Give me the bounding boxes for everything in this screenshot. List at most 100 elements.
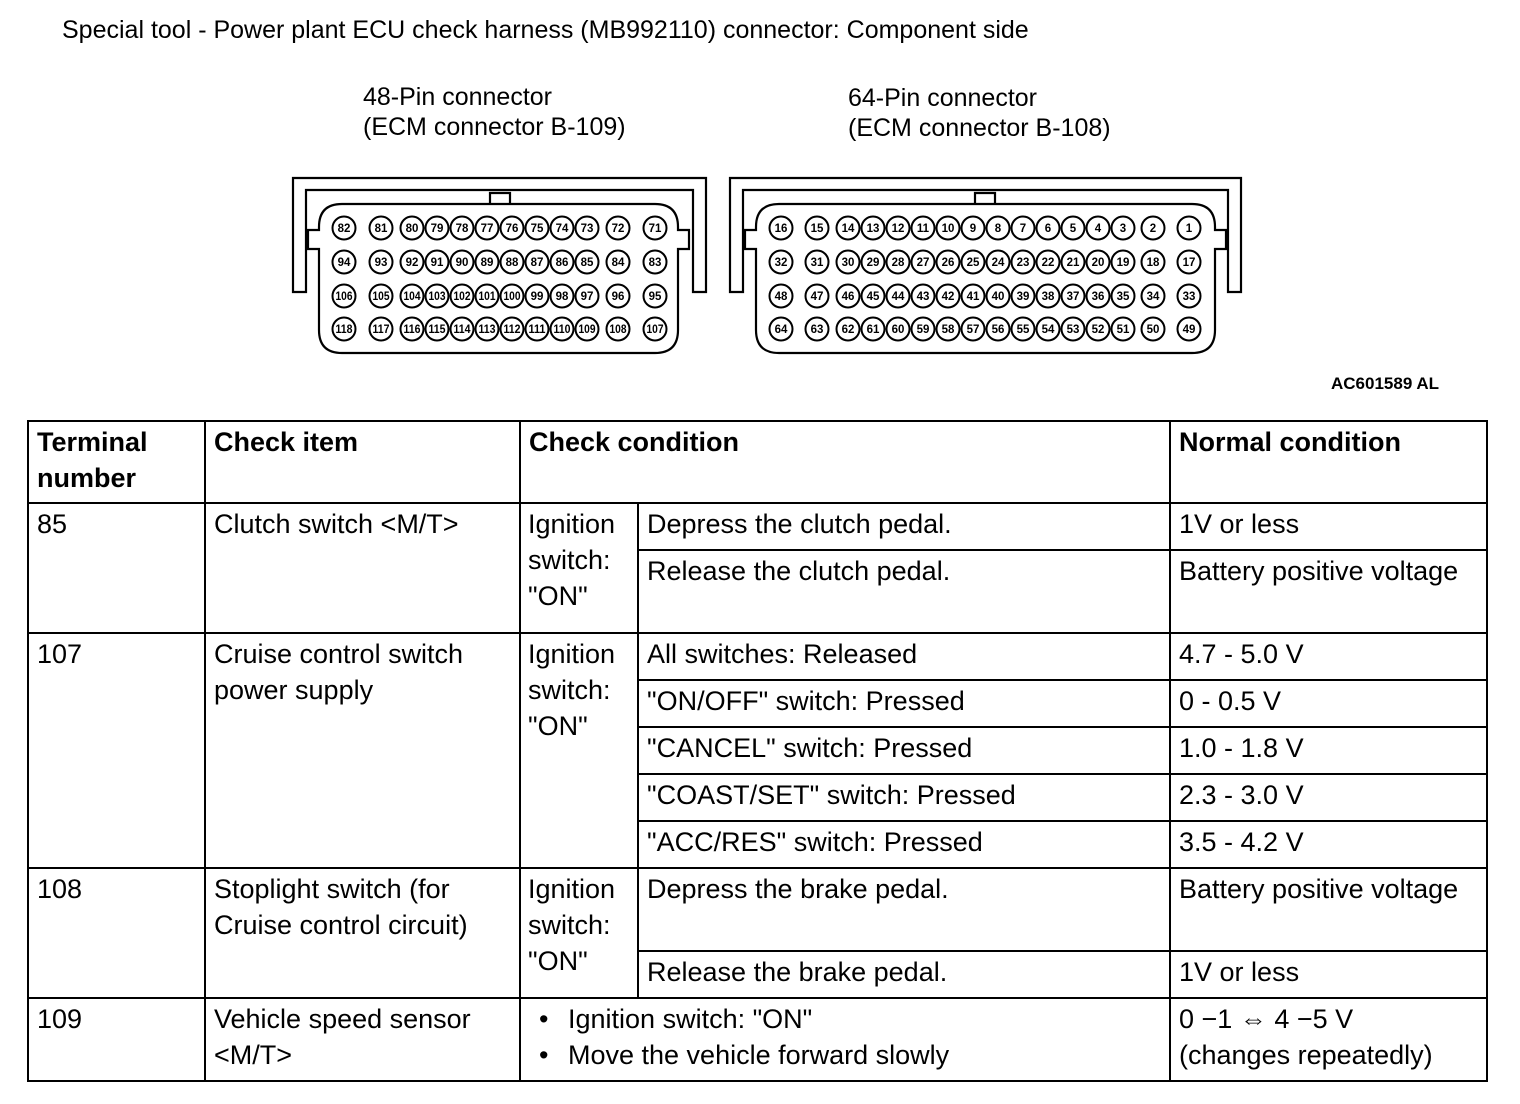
connector-pin: 78 xyxy=(449,215,475,241)
pin-circle xyxy=(605,283,631,309)
connector-pin: 100 xyxy=(499,283,525,309)
pin-circle xyxy=(835,316,861,342)
pin-circle xyxy=(1140,283,1166,309)
ignition-line: "ON" xyxy=(528,581,588,611)
pin-circle xyxy=(985,316,1011,342)
connector-pin: 16 xyxy=(768,215,794,241)
pin-number: 58 xyxy=(942,324,955,336)
pin-circle xyxy=(1035,215,1061,241)
pin-circle xyxy=(524,249,550,275)
pin-number: 96 xyxy=(612,291,625,303)
header-check-condition: Check condition xyxy=(518,420,1172,504)
pin-number: 93 xyxy=(375,257,388,269)
pin-circle xyxy=(399,215,425,241)
pin-circle xyxy=(449,283,475,309)
connector-pin: 104 xyxy=(399,283,425,309)
connector-pin: 107 xyxy=(642,316,668,342)
pin-number: 73 xyxy=(581,223,594,235)
ignition-cell: Ignition switch: "ON" xyxy=(519,632,639,869)
connector-pin: 55 xyxy=(1010,316,1036,342)
connector-pin: 9 xyxy=(960,215,986,241)
normal-cell: 0 −1 ⇔ 4 −5 V (changes repeatedly) xyxy=(1169,997,1489,1082)
pin-circle xyxy=(768,283,794,309)
ignition-line: Ignition xyxy=(528,639,616,669)
pin-circle xyxy=(885,283,911,309)
pin-circle xyxy=(985,283,1011,309)
connector-pin: 111 xyxy=(524,316,550,342)
pin-circle xyxy=(910,283,936,309)
pin-number: 84 xyxy=(612,257,625,269)
connector-pin: 71 xyxy=(642,215,668,241)
pin-circle xyxy=(910,249,936,275)
pin-number: 41 xyxy=(967,291,980,303)
pin-circle xyxy=(1085,215,1111,241)
condition-cell: Depress the clutch pedal. xyxy=(636,502,1172,551)
pin-number: 23 xyxy=(1017,257,1030,269)
pin-circle xyxy=(768,316,794,342)
connector-pin: 82 xyxy=(331,215,357,241)
condition-bullet: Ignition switch: "ON" xyxy=(537,1001,1161,1037)
pin-number: 1 xyxy=(1186,223,1193,235)
pin-number: 106 xyxy=(336,291,353,303)
pin-number: 104 xyxy=(404,291,422,303)
pin-circle xyxy=(1035,249,1061,275)
pin-number: 78 xyxy=(456,223,469,235)
connector-pin: 80 xyxy=(399,215,425,241)
pin-number: 12 xyxy=(892,223,905,235)
connector-pin: 102 xyxy=(449,283,475,309)
pin-number: 88 xyxy=(506,257,519,269)
connector-pin: 40 xyxy=(985,283,1011,309)
pin-circle xyxy=(1085,316,1111,342)
header-terminal: Terminal number xyxy=(27,420,206,504)
pin-circle xyxy=(449,316,475,342)
pin-circle xyxy=(804,215,830,241)
figure-code: AC601589 AL xyxy=(1331,374,1440,393)
pin-number: 57 xyxy=(967,324,980,336)
pin-circle xyxy=(1085,249,1111,275)
pin-circle xyxy=(399,249,425,275)
pin-circle xyxy=(474,215,500,241)
connector-48-housing xyxy=(291,176,708,355)
connector-pin: 23 xyxy=(1010,249,1036,275)
pin-number: 71 xyxy=(649,223,662,235)
pin-circle xyxy=(1140,215,1166,241)
pin-number: 89 xyxy=(481,257,494,269)
condition-bullets-cell: Ignition switch: "ON" Move the vehicle f… xyxy=(518,997,1172,1082)
pin-circle xyxy=(860,316,886,342)
connector-pin: 84 xyxy=(605,249,631,275)
connector-pin: 31 xyxy=(804,249,830,275)
pin-circle xyxy=(424,215,450,241)
connector-64-housing xyxy=(728,176,1243,355)
connector-pin: 116 xyxy=(399,316,425,342)
pin-circle xyxy=(605,249,631,275)
check-table: Terminal number Check item Check conditi… xyxy=(27,420,1489,1082)
pin-circle xyxy=(1176,316,1202,342)
pin-circle xyxy=(605,316,631,342)
pin-number: 46 xyxy=(842,291,855,303)
check-item-cell: Stoplight switch (for Cruise control cir… xyxy=(204,867,521,999)
pin-circle xyxy=(1085,283,1111,309)
pin-circle xyxy=(574,316,600,342)
pin-circle xyxy=(1010,249,1036,275)
pin-circle xyxy=(642,249,668,275)
pin-circle xyxy=(935,215,961,241)
terminal-cell: 85 xyxy=(27,502,206,634)
pin-circle xyxy=(549,249,575,275)
pin-number: 75 xyxy=(531,223,544,235)
connector-64-ecm: (ECM connector B-108) xyxy=(848,114,1111,142)
condition-cell: Release the brake pedal. xyxy=(636,950,1172,999)
connector-pin: 30 xyxy=(835,249,861,275)
pin-circle xyxy=(449,215,475,241)
pin-number: 112 xyxy=(504,324,521,336)
pin-number: 11 xyxy=(917,223,930,235)
normal-cell: 1.0 - 1.8 V xyxy=(1169,726,1489,775)
condition-bullet-list: Ignition switch: "ON" Move the vehicle f… xyxy=(529,1001,1161,1073)
pin-circle xyxy=(985,215,1011,241)
connector-pin: 89 xyxy=(474,249,500,275)
pin-number: 53 xyxy=(1067,324,1080,336)
pin-number: 17 xyxy=(1183,257,1196,269)
pin-circle xyxy=(1010,283,1036,309)
connector-pin: 79 xyxy=(424,215,450,241)
pin-number: 61 xyxy=(867,324,880,336)
